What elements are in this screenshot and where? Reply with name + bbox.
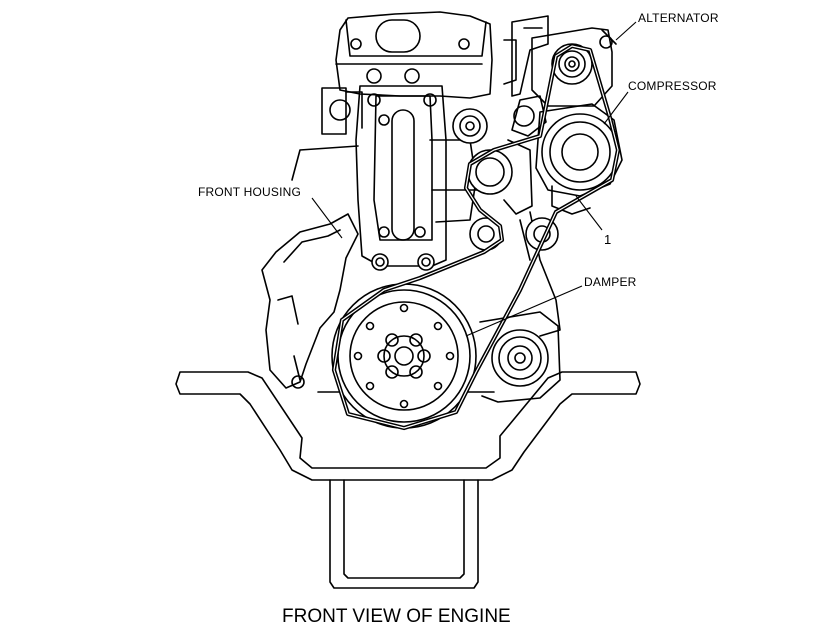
engine-upper-casting	[321, 11, 493, 135]
damper-label: DAMPER	[584, 275, 637, 289]
drive-belt	[331, 43, 621, 431]
idler-hub	[479, 311, 561, 403]
crankshaft-damper	[331, 283, 477, 429]
leader-lines	[311, 21, 637, 337]
front-housing	[261, 213, 359, 389]
belt-callout-label: 1	[604, 232, 611, 247]
compressor-label: COMPRESSOR	[628, 79, 717, 93]
oil-pan	[329, 479, 479, 589]
diagram-caption: FRONT VIEW OF ENGINE	[282, 606, 511, 627]
alternator-label: ALTERNATOR	[638, 11, 719, 25]
bolts	[371, 253, 435, 271]
front-housing-label: FRONT HOUSING	[198, 185, 301, 199]
